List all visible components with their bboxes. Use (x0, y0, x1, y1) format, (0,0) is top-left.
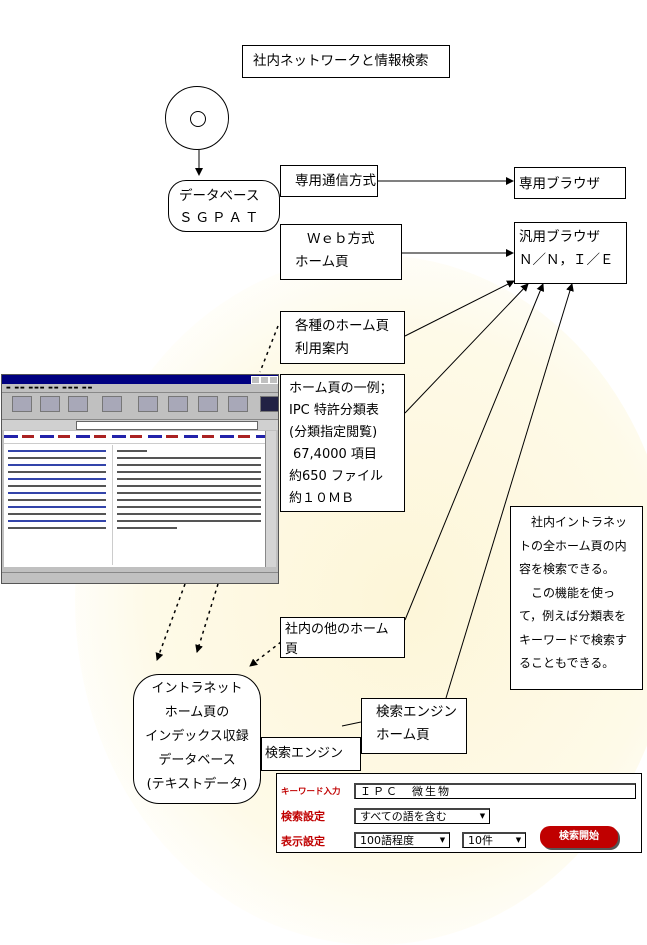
database-box: データベース ＳＧＰＡＴ (168, 180, 280, 232)
chevron-down-icon[interactable]: ▼ (513, 835, 524, 846)
screenshot-statusbar (2, 572, 278, 583)
keyword-label: キーワード入力 (281, 785, 341, 797)
cd-disc-icon (165, 86, 229, 150)
example-line1: ホーム頁の一例； (289, 378, 396, 400)
web-method-line1: Ｗｅｂ方式 (295, 228, 387, 251)
database-line2: ＳＧＰＡＴ (179, 207, 269, 229)
display-length-value: 100語程度 (360, 834, 414, 847)
intranet-database-box: イントラネット ホーム頁の インデックス収録 データベース (テキストデータ) (133, 674, 261, 804)
homepage-example-box: ホーム頁の一例； IPC 特許分類表 (分類指定閲覧) 67,4000 項目 約… (280, 374, 405, 512)
homepages-guide-box: 各種のホーム頁 利用案内 (280, 311, 405, 364)
search-start-button[interactable]: 検索開始 (540, 826, 618, 848)
web-method-line2: ホーム頁 (295, 251, 387, 274)
screenshot-menubar: ▬ ▬▬ ▬▬▬ ▬▬ ▬▬▬ ▬▬ (2, 384, 278, 392)
intranet-db-line5: (テキストデータ) (136, 773, 258, 797)
screenshot-toolbar (2, 392, 278, 419)
search-engine-box: 検索エンジン (261, 737, 361, 771)
display-setting-label: 表示設定 (281, 833, 325, 849)
screenshot-titlebar (2, 375, 278, 384)
general-browser-line1: 汎用ブラウザ (519, 226, 622, 249)
keyword-input[interactable]: ＩＰＣ 微生物 (354, 783, 636, 799)
intranet-db-line3: インデックス収録 (136, 725, 258, 749)
search-engine-hp-line1: 検索エンジン (376, 701, 452, 724)
diagram-title: 社内ネットワークと情報検索 (242, 45, 450, 78)
display-count-value: 10件 (468, 834, 493, 847)
screenshot-page (4, 431, 266, 567)
dedicated-browser-box: 専用ブラウザ (514, 167, 626, 199)
note-box: 社内イントラネットの全ホーム頁の内容を検索できる。 この機能を使って，例えば分類… (510, 506, 643, 690)
screenshot-scrollbar (265, 431, 276, 567)
example-line4: 67,4000 項目 (289, 444, 396, 466)
screenshot-address-bar (2, 419, 278, 430)
example-line2: IPC 特許分類表 (289, 400, 396, 422)
other-homepages-box: 社内の他のホーム頁 (280, 617, 405, 658)
general-browser-box: 汎用ブラウザ Ｎ／Ｎ，Ｉ／Ｅ (514, 222, 627, 284)
search-setting-value: すべての語を含む (360, 810, 447, 823)
search-engine-homepage-box: 検索エンジン ホーム頁 (361, 698, 467, 754)
database-line1: データベース (179, 185, 269, 207)
display-count-select[interactable]: 10件 ▼ (462, 832, 526, 848)
dedicated-comm-box: 専用通信方式 (280, 165, 378, 197)
chevron-down-icon[interactable]: ▼ (437, 835, 448, 846)
homepages-guide-line2: 利用案内 (295, 338, 390, 361)
example-line5: 約650 ファイル (289, 466, 396, 488)
display-length-select[interactable]: 100語程度 ▼ (354, 832, 450, 848)
search-setting-select[interactable]: すべての語を含む ▼ (354, 808, 490, 824)
note-text: 社内イントラネットの全ホーム頁の内容を検索できる。 この機能を使って，例えば分類… (519, 511, 636, 676)
browser-screenshot: ▬ ▬▬ ▬▬▬ ▬▬ ▬▬▬ ▬▬ (1, 374, 279, 584)
example-line3: (分類指定閲覧) (289, 422, 396, 444)
web-method-box: Ｗｅｂ方式 ホーム頁 (280, 224, 402, 280)
search-engine-hp-line2: ホーム頁 (376, 724, 452, 747)
chevron-down-icon[interactable]: ▼ (477, 811, 488, 822)
intranet-db-line4: データベース (136, 749, 258, 773)
homepages-guide-line1: 各種のホーム頁 (295, 315, 390, 338)
general-browser-line2: Ｎ／Ｎ，Ｉ／Ｅ (519, 249, 622, 272)
intranet-db-line1: イントラネット (136, 677, 258, 701)
intranet-db-line2: ホーム頁の (136, 701, 258, 725)
example-line6: 約１０ＭＢ (289, 488, 396, 510)
search-setting-label: 検索設定 (281, 808, 325, 824)
